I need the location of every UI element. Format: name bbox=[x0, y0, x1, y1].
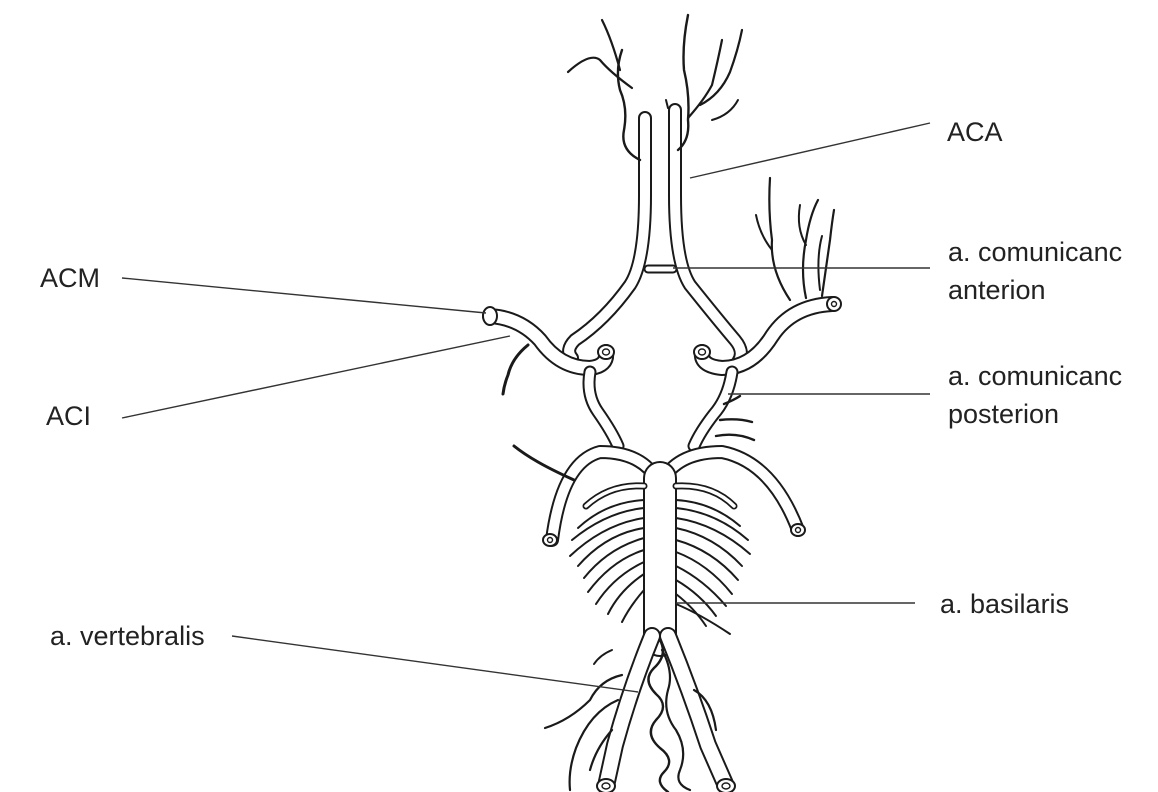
label-aci: ACI bbox=[46, 400, 91, 433]
pontine-branch bbox=[676, 552, 732, 594]
pontine-branch bbox=[676, 604, 730, 634]
ica-right-cap-lumen bbox=[699, 349, 706, 355]
pcom-twig bbox=[720, 419, 752, 422]
aca-twig bbox=[568, 58, 632, 88]
aca-twig bbox=[688, 40, 722, 118]
aca-twig bbox=[618, 50, 640, 160]
pontine-branch bbox=[570, 518, 644, 556]
ica-left-cap-lumen bbox=[603, 349, 610, 355]
mca-twig bbox=[818, 236, 822, 290]
label-com-ant-line2: anterion bbox=[948, 274, 1046, 307]
aca-right-inner bbox=[675, 110, 741, 362]
vertebral-right-inner bbox=[668, 636, 726, 786]
vertebral-right-cap-lumen bbox=[722, 783, 730, 789]
vertebral-left-cap-lumen bbox=[602, 783, 610, 789]
anterior-spinal-artery bbox=[648, 640, 669, 792]
aca-twig bbox=[602, 20, 620, 70]
vertebral-twig bbox=[594, 650, 612, 664]
label-acm: ACM bbox=[40, 262, 100, 295]
vertebralis-leader bbox=[232, 636, 638, 692]
label-com-ant-line1: a. comunicanc bbox=[948, 236, 1122, 269]
pontine-branch bbox=[608, 574, 644, 614]
mca-right-cap-lumen bbox=[832, 302, 837, 307]
mca-twig bbox=[822, 210, 834, 296]
aca-twig bbox=[712, 100, 738, 120]
vertebral-twig bbox=[545, 675, 622, 728]
label-leader-lines bbox=[122, 123, 930, 692]
aca-leader bbox=[690, 123, 930, 178]
label-com-post-line2: posterion bbox=[948, 398, 1059, 431]
pontine-branch bbox=[584, 538, 644, 578]
mca-twig bbox=[799, 205, 806, 245]
pontine-branch bbox=[578, 528, 644, 566]
pca-right-cap-lumen bbox=[796, 528, 801, 533]
pontine-branch bbox=[676, 540, 738, 580]
pcom-twig bbox=[716, 435, 754, 440]
pca-left-cap-lumen bbox=[548, 538, 553, 543]
ica-twig bbox=[503, 345, 528, 394]
mca-left-cap bbox=[483, 307, 497, 325]
aca-right-outer bbox=[675, 110, 741, 362]
label-aca: ACA bbox=[947, 116, 1003, 149]
mca-twig bbox=[803, 200, 818, 298]
pontine-branch bbox=[676, 528, 742, 566]
aca-twig bbox=[666, 100, 668, 108]
pca-twig bbox=[514, 446, 574, 480]
artery-tubes bbox=[490, 110, 832, 786]
pontine-branch bbox=[676, 518, 750, 554]
label-com-post-line1: a. comunicanc bbox=[948, 360, 1122, 393]
pontine-branch bbox=[622, 590, 644, 622]
aca-left-outer bbox=[569, 118, 645, 358]
aci-leader bbox=[122, 336, 510, 418]
label-basilaris: a. basilaris bbox=[940, 588, 1069, 621]
mca-twig bbox=[769, 178, 790, 300]
vertebral-left-inner bbox=[606, 636, 652, 786]
acm-leader bbox=[122, 278, 486, 313]
label-vertebralis: a. vertebralis bbox=[50, 620, 205, 653]
pontine-branch bbox=[588, 550, 644, 592]
